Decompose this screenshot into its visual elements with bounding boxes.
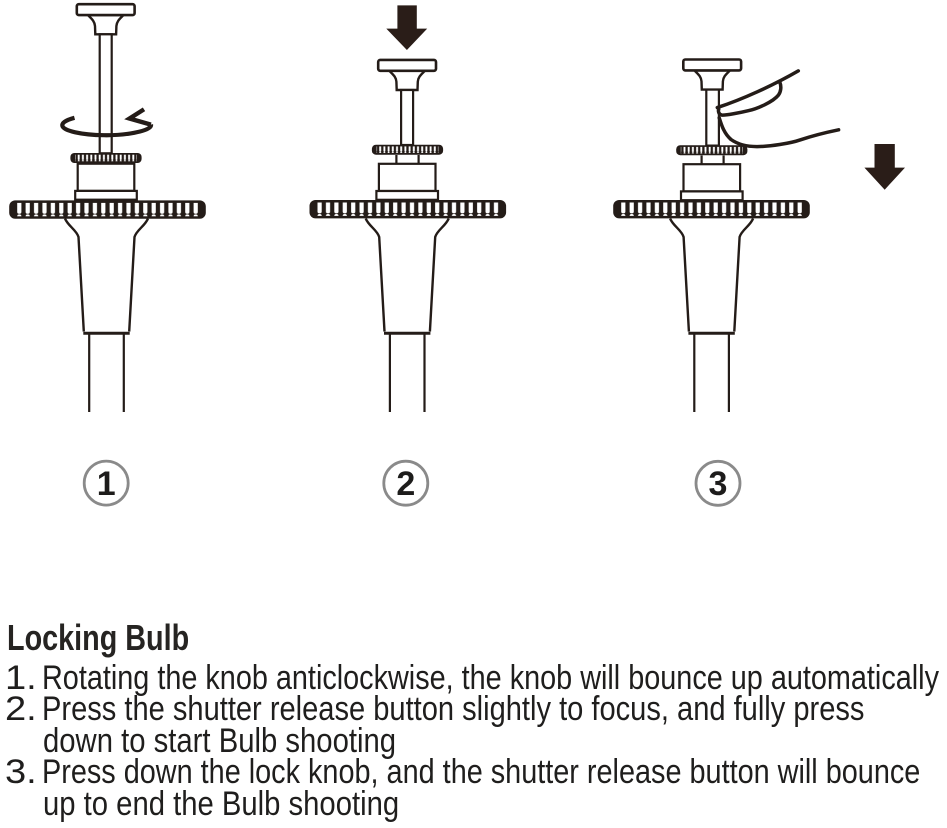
svg-text:2: 2	[396, 465, 415, 503]
svg-text:1: 1	[97, 465, 116, 503]
svg-text:3: 3	[709, 465, 728, 503]
